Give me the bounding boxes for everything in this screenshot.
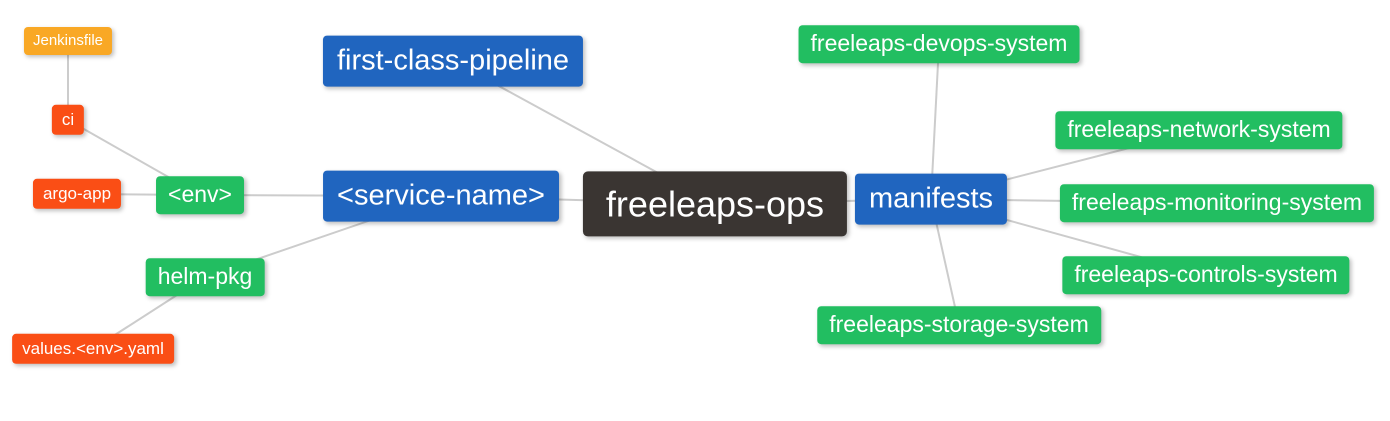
node-argo-app[interactable]: argo-app: [32, 178, 122, 210]
node-freeleaps-ops-root[interactable]: freeleaps-ops: [582, 171, 848, 237]
node-freeleaps-devops-system[interactable]: freeleaps-devops-system: [798, 25, 1080, 63]
node-helm-pkg[interactable]: helm-pkg: [145, 258, 265, 296]
node-freeleaps-controls-system[interactable]: freeleaps-controls-system: [1062, 256, 1350, 294]
node-first-class-pipeline[interactable]: first-class-pipeline: [322, 35, 584, 87]
node-ci[interactable]: ci: [51, 104, 85, 136]
node-freeleaps-network-system[interactable]: freeleaps-network-system: [1055, 111, 1343, 149]
node-freeleaps-storage-system[interactable]: freeleaps-storage-system: [817, 306, 1101, 344]
node-service-name[interactable]: <service-name>: [323, 170, 559, 222]
node-values-env-yaml[interactable]: values.<env>.yaml: [12, 333, 174, 365]
node-freeleaps-monitoring-system[interactable]: freeleaps-monitoring-system: [1059, 184, 1375, 222]
node-env[interactable]: <env>: [156, 176, 244, 214]
node-manifests[interactable]: manifests: [854, 173, 1008, 225]
node-jenkinsfile[interactable]: Jenkinsfile: [23, 27, 113, 55]
edge-manifests-devops-system: [930, 43, 940, 200]
